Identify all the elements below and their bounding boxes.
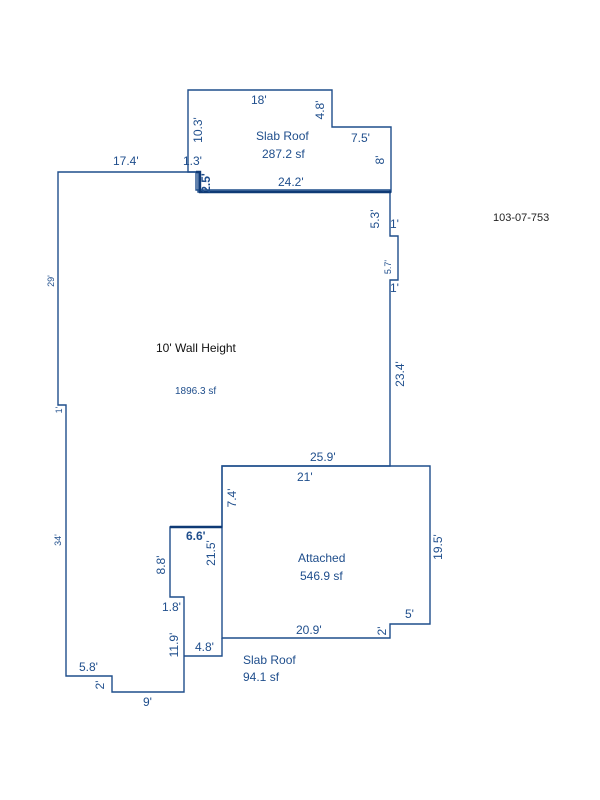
dim-attached-bottom: 20.9' bbox=[296, 623, 322, 637]
dim-bslab-top: 6.6' bbox=[186, 529, 206, 543]
dim-bump-side: 5.7' bbox=[383, 260, 393, 275]
slab-roof-top-label: Slab Roof bbox=[256, 129, 309, 143]
dim-attached-top-outer: 25.9' bbox=[310, 450, 336, 464]
dim-right-upper: 5.3' bbox=[368, 210, 382, 229]
dim-attached-corner-h: 5' bbox=[405, 607, 414, 621]
dim-slab-top: 18' bbox=[251, 93, 267, 107]
dim-bslab-bottom: 4.8' bbox=[195, 640, 214, 654]
dim-slab-notch: 4.8' bbox=[313, 101, 327, 120]
dim-bslab-jog: 1.8' bbox=[162, 600, 181, 614]
dim-attached-left-inner: 21.5' bbox=[204, 540, 218, 566]
dim-main-jog: 1.3' bbox=[183, 154, 202, 168]
slab-roof-bottom-value: 94.1 sf bbox=[243, 670, 280, 684]
main-area-value: 1896.3 sf bbox=[175, 386, 216, 397]
dim-bslab-left-lower: 11.9' bbox=[167, 633, 181, 658]
dim-bump-bottom: 1' bbox=[390, 281, 399, 295]
attached-value: 546.9 sf bbox=[300, 569, 343, 583]
slab-roof-top-value: 287.2 sf bbox=[262, 147, 305, 161]
slab-roof-bottom-edge bbox=[184, 638, 223, 657]
dim-bottom-step: 2' bbox=[93, 681, 107, 690]
slab-roof-top-jog bbox=[196, 170, 391, 194]
attached-label: Attached bbox=[298, 551, 345, 565]
parcel-id: 103-07-753 bbox=[493, 212, 549, 224]
dim-bump-top: 1' bbox=[390, 217, 399, 231]
dim-bottom-run: 9' bbox=[143, 695, 152, 709]
dim-slab-bottom: 24.2' bbox=[278, 175, 304, 189]
dim-right-lower: 23.4' bbox=[393, 361, 407, 387]
dim-main-left-lower: 34' bbox=[53, 534, 63, 546]
dim-attached-top-inner: 21' bbox=[297, 470, 313, 484]
dim-main-top: 17.4' bbox=[113, 154, 139, 168]
dim-main-jog-v: 2.5' bbox=[199, 173, 213, 193]
dim-bslab-left-upper: 8.8' bbox=[154, 556, 168, 575]
dim-slab-left: 10.3' bbox=[191, 117, 205, 143]
dim-main-left-upper: 29' bbox=[46, 275, 56, 287]
dim-slab-right: 8' bbox=[373, 156, 387, 165]
main-structure-outline bbox=[57, 171, 399, 693]
dim-attached-corner-v: 2' bbox=[375, 627, 389, 636]
dim-main-left-jog: 1' bbox=[54, 406, 64, 413]
slab-roof-bottom-label: Slab Roof bbox=[243, 653, 296, 667]
main-area-label: 10' Wall Height bbox=[156, 341, 237, 355]
dim-attached-left-upper: 7.4' bbox=[225, 489, 239, 508]
dim-slab-step: 7.5' bbox=[351, 131, 370, 145]
dim-attached-right: 19.5' bbox=[431, 534, 445, 560]
dim-bottom-left: 5.8' bbox=[79, 660, 98, 674]
